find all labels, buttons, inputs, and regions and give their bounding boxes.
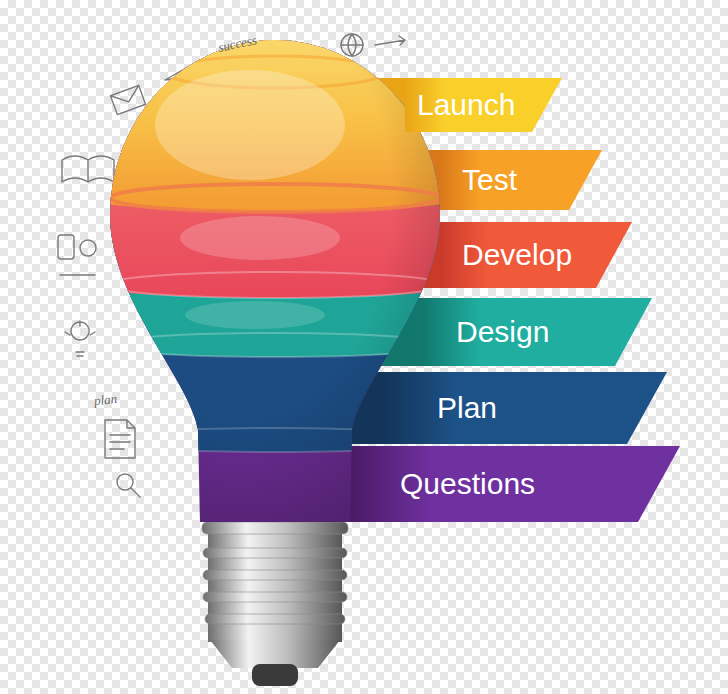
step-label: Test <box>462 165 517 195</box>
step-label: Questions <box>400 469 535 499</box>
ribbon-shape <box>385 372 667 444</box>
ribbon-band: Questions <box>352 446 680 522</box>
step-label: Launch <box>417 90 515 120</box>
ribbon-band: Launch <box>405 78 562 132</box>
ribbon-band: Design <box>422 298 652 366</box>
ribbon-band: Test <box>440 150 602 210</box>
ribbon-band: Develop <box>440 222 632 288</box>
step-label: Plan <box>437 393 497 423</box>
step-label: Design <box>456 317 549 347</box>
step-label: Develop <box>462 240 572 270</box>
ribbon-band: Plan <box>385 372 667 444</box>
doodle-note: plan <box>93 391 118 409</box>
